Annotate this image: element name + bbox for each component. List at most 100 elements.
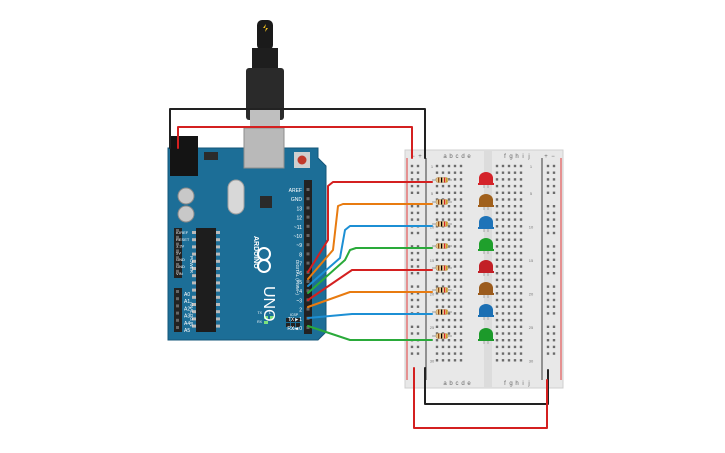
led[interactable] [478,282,494,298]
breadboard-hole[interactable] [459,245,463,248]
breadboard-hole[interactable] [495,164,499,168]
breadboard-hole[interactable] [513,318,517,322]
breadboard-hole[interactable] [435,251,439,255]
wire-pin8-orange[interactable] [307,291,433,308]
breadboard-hole[interactable] [507,318,511,322]
breadboard-hole[interactable] [459,325,463,328]
header-pin[interactable] [176,269,179,273]
breadboard-hole[interactable] [453,325,457,328]
breadboard-hole[interactable] [513,258,517,261]
breadboard-hole[interactable] [453,218,457,221]
breadboard-hole[interactable] [459,332,463,335]
breadboard-hole[interactable] [507,225,511,228]
breadboard-hole[interactable] [453,205,457,208]
breadboard-hole[interactable] [513,191,517,194]
breadboard-hole[interactable] [519,332,523,335]
rail-hole[interactable] [552,292,556,295]
breadboard-hole[interactable] [501,278,505,282]
breadboard-hole[interactable] [447,325,451,328]
rail-hole[interactable] [552,298,556,302]
header-pin[interactable] [176,311,179,315]
breadboard-hole[interactable] [495,258,499,261]
breadboard-hole[interactable] [435,339,439,342]
breadboard-hole[interactable] [501,359,505,362]
breadboard-hole[interactable] [447,178,451,181]
rail-hole[interactable] [416,191,420,194]
breadboard-hole[interactable] [441,345,445,349]
wire-pin10-green[interactable] [307,247,433,294]
rail-hole[interactable] [546,251,550,255]
rail-hole[interactable] [546,339,550,342]
wire-pin7-blue[interactable] [307,313,433,319]
breadboard-hole[interactable] [495,238,499,241]
breadboard-hole[interactable] [441,231,445,235]
breadboard-hole[interactable] [459,225,463,228]
header-pin[interactable] [176,249,179,253]
breadboard-hole[interactable] [507,298,511,302]
breadboard-hole[interactable] [441,298,445,302]
rail-hole[interactable] [552,251,556,255]
breadboard-hole[interactable] [519,171,523,174]
breadboard-hole[interactable] [435,184,439,188]
rail-hole[interactable] [410,184,414,188]
breadboard-hole[interactable] [459,231,463,235]
breadboard-hole[interactable] [495,325,499,328]
breadboard-hole[interactable] [495,245,499,248]
rail-hole[interactable] [416,298,420,302]
resistor[interactable] [432,265,452,271]
breadboard-hole[interactable] [513,231,517,235]
rail-hole[interactable] [416,292,420,295]
breadboard-hole[interactable] [501,345,505,349]
breadboard-hole[interactable] [519,345,523,349]
rail-hole[interactable] [552,285,556,288]
rail-hole[interactable] [552,305,556,308]
breadboard-hole[interactable] [453,278,457,282]
breadboard-hole[interactable] [501,231,505,235]
breadboard-hole[interactable] [513,332,517,335]
breadboard-hole[interactable] [519,272,523,275]
rail-hole[interactable] [410,298,414,302]
breadboard-hole[interactable] [519,325,523,328]
breadboard-hole[interactable] [507,325,511,328]
breadboard-hole[interactable] [519,285,523,288]
breadboard-hole[interactable] [453,178,457,181]
rail-hole[interactable] [416,231,420,235]
breadboard-hole[interactable] [459,258,463,261]
breadboard-hole[interactable] [501,312,505,315]
rail-hole[interactable] [552,205,556,208]
breadboard-hole[interactable] [507,278,511,282]
breadboard-hole[interactable] [441,285,445,288]
breadboard-hole[interactable] [513,352,517,355]
header-pin[interactable] [176,290,179,293]
breadboard-hole[interactable] [519,292,523,295]
rail-hole[interactable] [410,285,414,288]
wires[interactable] [169,108,549,429]
leds[interactable] [478,172,494,344]
rail-hole[interactable] [546,211,550,215]
rail-hole[interactable] [552,339,556,342]
breadboard-hole[interactable] [507,312,511,315]
led[interactable] [478,238,494,254]
breadboard-hole[interactable] [507,211,511,215]
breadboard-hole[interactable] [453,251,457,255]
breadboard-hole[interactable] [513,218,517,221]
breadboard-hole[interactable] [459,312,463,315]
rail-hole[interactable] [552,218,556,221]
breadboard-hole[interactable] [513,312,517,315]
breadboard-hole[interactable] [447,218,451,221]
header-pin[interactable] [176,242,179,246]
breadboard-hole[interactable] [501,218,505,221]
rail-hole[interactable] [546,312,550,315]
breadboard-hole[interactable] [513,345,517,349]
breadboard-hole[interactable] [501,272,505,275]
breadboard-hole[interactable] [507,231,511,235]
breadboard-hole[interactable] [513,272,517,275]
breadboard-hole[interactable] [453,339,457,342]
resistors[interactable] [432,177,452,339]
breadboard-hole[interactable] [447,231,451,235]
breadboard-hole[interactable] [495,278,499,282]
breadboard-hole[interactable] [459,178,463,181]
rail-hole[interactable] [410,325,414,328]
breadboard-hole[interactable] [513,225,517,228]
breadboard-hole[interactable] [513,359,517,362]
